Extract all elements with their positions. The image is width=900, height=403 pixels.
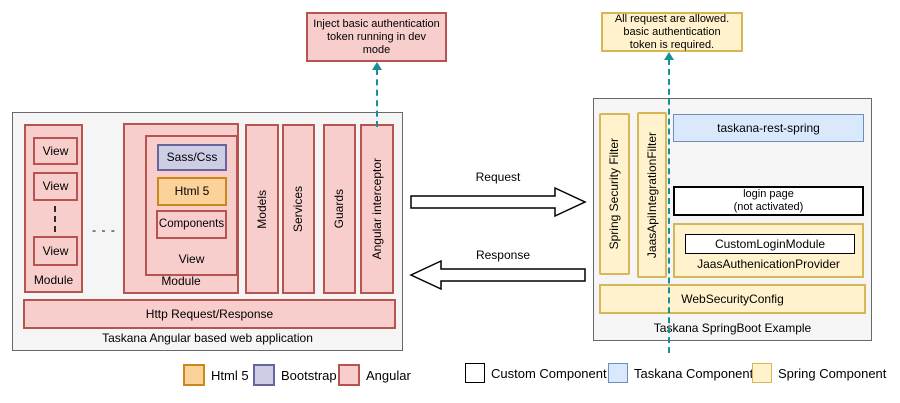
web-security-config-bar: WebSecurityConfig bbox=[599, 284, 866, 314]
guards-column: Guards bbox=[323, 124, 356, 294]
view-box: View bbox=[33, 236, 78, 266]
legend-label: Bootstrap bbox=[281, 367, 337, 383]
legend-item-angular: Angular bbox=[338, 364, 411, 386]
models-column: Models bbox=[245, 124, 279, 294]
jaas-authentication-provider-label: JaasAuthenicationProvider bbox=[697, 257, 840, 271]
dev-mode-arrowhead-icon bbox=[372, 62, 382, 70]
auth-callout: All request are allowed. basic authentic… bbox=[601, 12, 743, 52]
legend-label: Taskana Component bbox=[634, 365, 754, 381]
services-label: Services bbox=[291, 185, 305, 232]
legend-item-bootstrap: Bootstrap bbox=[253, 364, 337, 386]
jaas-authentication-provider-box: CustomLoginModule JaasAuthenicationProvi… bbox=[673, 223, 864, 278]
springboot-container: Spring Security Filter JaasApiIntegratio… bbox=[593, 98, 872, 341]
taskana-swatch-icon bbox=[608, 363, 628, 383]
spring-security-filter-column: Spring Security Filter bbox=[599, 113, 630, 275]
custom-swatch-icon bbox=[465, 363, 485, 383]
sass-css-box: Sass/Css bbox=[157, 144, 227, 171]
dev-mode-callout: Inject basic authentication token runnin… bbox=[306, 12, 447, 62]
legend-label: Custom Component bbox=[491, 365, 607, 381]
bootstrap-swatch-icon bbox=[253, 364, 275, 386]
legend-item-html5: Html 5 bbox=[183, 364, 249, 386]
view-box: View bbox=[33, 137, 78, 165]
module-2: Sass/Css Html 5 Components View Module bbox=[123, 123, 239, 294]
spring-swatch-icon bbox=[752, 363, 772, 383]
html5-box: Html 5 bbox=[157, 177, 227, 206]
vertical-ellipsis bbox=[53, 206, 56, 232]
angular-app-container: View View View Module - - - Sass/Css Htm… bbox=[12, 112, 403, 351]
jaas-api-integration-filter-column: JaasApiIntegrationFilter bbox=[637, 112, 667, 278]
login-page-box: login page (not activated) bbox=[673, 186, 864, 216]
models-label: Models bbox=[254, 189, 269, 229]
spring-security-filter-label: Spring Security Filter bbox=[607, 138, 621, 250]
angular-swatch-icon bbox=[338, 364, 360, 386]
taskana-rest-spring-box: taskana-rest-spring bbox=[673, 114, 864, 142]
guards-label: Guards bbox=[332, 189, 346, 229]
legend-item-spring: Spring Component bbox=[752, 363, 886, 383]
custom-login-module-box: CustomLoginModule bbox=[685, 234, 855, 254]
legend-item-taskana: Taskana Component bbox=[608, 363, 753, 383]
angular-interceptor-label: Angular interceptor bbox=[369, 158, 384, 260]
http-request-response-bar: Http Request/Response bbox=[23, 299, 396, 329]
module-label: Module bbox=[33, 273, 74, 287]
legend-label: Spring Component bbox=[778, 365, 887, 381]
angular-app-title: Taskana Angular based web application bbox=[102, 331, 313, 345]
legend-label: Html 5 bbox=[211, 367, 249, 383]
services-column: Services bbox=[282, 124, 315, 294]
module-label: Module bbox=[161, 274, 201, 288]
request-arrow bbox=[410, 186, 587, 218]
request-label: Request bbox=[475, 170, 521, 184]
components-box: Components bbox=[156, 210, 227, 239]
angular-interceptor-column: Angular interceptor bbox=[360, 124, 394, 294]
legend-item-custom: Custom Component bbox=[465, 363, 607, 383]
response-arrow bbox=[409, 259, 586, 291]
legend-label: Angular bbox=[366, 367, 411, 383]
horizontal-ellipsis: - - - bbox=[92, 223, 116, 237]
auth-arrowhead-icon bbox=[664, 52, 674, 60]
response-label: Response bbox=[475, 248, 531, 262]
springboot-title: Taskana SpringBoot Example bbox=[653, 321, 812, 335]
view-container: Sass/Css Html 5 Components View bbox=[145, 135, 238, 276]
view-label: View bbox=[178, 252, 205, 266]
html5-swatch-icon bbox=[183, 364, 205, 386]
auth-arrow bbox=[668, 59, 670, 353]
module-1: View View View Module bbox=[24, 124, 83, 293]
jaas-api-integration-filter-label: JaasApiIntegrationFilter bbox=[644, 131, 659, 259]
dev-mode-arrow bbox=[376, 69, 378, 127]
view-box: View bbox=[33, 172, 78, 201]
